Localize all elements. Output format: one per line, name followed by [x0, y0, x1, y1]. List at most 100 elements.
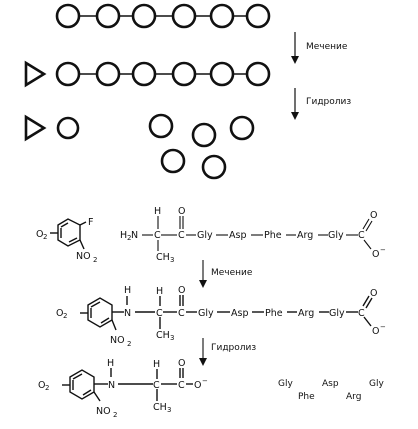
- svg-text:Phe: Phe: [264, 230, 282, 241]
- residue-circle: [245, 3, 271, 29]
- svg-text:NO: NO: [96, 406, 111, 417]
- reaction-label-hydrolysis: Гидролиз: [211, 343, 256, 353]
- svg-text:H: H: [156, 286, 163, 297]
- labeled-residue-circle: [56, 116, 80, 140]
- svg-text:N: N: [124, 308, 131, 319]
- svg-text:2: 2: [127, 234, 131, 242]
- dnp-peptide-structure: O 2 NO 2 H N H C O C CH 3 Gly Asp Phe Ar…: [56, 285, 386, 348]
- svg-text:C: C: [153, 380, 160, 391]
- svg-text:Arg: Arg: [298, 308, 314, 319]
- residue-circle: [245, 61, 271, 87]
- residue-circle: [55, 3, 81, 29]
- peptide-structure: H 2 N H C O C CH 3 Gly Asp Phe Arg: [120, 206, 386, 264]
- svg-text:H: H: [107, 358, 114, 369]
- free-residue-circle: [148, 113, 174, 139]
- svg-text:C: C: [178, 308, 185, 319]
- nitro-sub-2: 2: [93, 256, 97, 264]
- svg-text:CH: CH: [156, 252, 170, 263]
- free-amino-acid: Asp: [322, 379, 339, 389]
- svg-text:C: C: [178, 380, 185, 391]
- svg-text:Arg: Arg: [297, 230, 313, 241]
- svg-text:H: H: [153, 359, 160, 370]
- free-residue-circle: [160, 148, 186, 174]
- fluorine-atom: F: [88, 217, 93, 228]
- svg-text:CH: CH: [153, 402, 167, 413]
- label-triangle-icon: [24, 60, 47, 88]
- svg-text:−: −: [202, 377, 208, 385]
- svg-text:O: O: [38, 380, 45, 391]
- schema-label-hydrolysis: Гидролиз: [306, 97, 351, 107]
- schematic: [24, 3, 299, 180]
- svg-text:O: O: [178, 285, 185, 296]
- svg-text:O: O: [178, 206, 185, 217]
- reaction-arrow-2: [199, 338, 207, 366]
- free-amino-acid: Gly: [278, 379, 293, 389]
- svg-text:2: 2: [63, 312, 67, 320]
- residue-circle: [171, 61, 197, 87]
- residue-circle: [95, 61, 121, 87]
- svg-text:O: O: [178, 358, 185, 369]
- svg-text:H: H: [124, 285, 131, 296]
- svg-text:3: 3: [170, 256, 174, 264]
- residue-circle: [131, 61, 157, 87]
- svg-text:Gly: Gly: [329, 308, 345, 319]
- residue-circle: [171, 3, 197, 29]
- nitro-group-2: NO: [76, 251, 91, 262]
- svg-text:CH: CH: [156, 330, 170, 341]
- svg-text:NO: NO: [110, 335, 125, 346]
- svg-text:Gly: Gly: [197, 230, 213, 241]
- peptide-chain-row: [55, 3, 271, 29]
- svg-text:C: C: [178, 230, 185, 241]
- svg-text:O: O: [372, 249, 379, 260]
- free-amino-acid: Arg: [346, 392, 361, 402]
- svg-text:N: N: [108, 380, 115, 391]
- free-amino-acid: Phe: [298, 392, 315, 402]
- svg-text:C: C: [156, 308, 163, 319]
- svg-text:H: H: [120, 230, 127, 241]
- svg-text:C: C: [154, 230, 161, 241]
- free-amino-acid: Gly: [369, 379, 384, 389]
- svg-text:2: 2: [127, 340, 131, 348]
- dnp-alanine-product: O 2 NO 2 H N H C O C O − CH 3: [38, 358, 208, 419]
- residue-circle: [55, 61, 81, 87]
- svg-text:C: C: [358, 308, 365, 319]
- labeled-chain-row: [24, 60, 271, 88]
- hydrolysis-products: [24, 113, 255, 180]
- reaction-arrow-1: [199, 260, 207, 288]
- svg-text:Gly: Gly: [328, 230, 344, 241]
- reaction-label-labeling: Мечение: [211, 268, 253, 278]
- free-residue-circle: [201, 154, 227, 180]
- svg-text:O: O: [370, 288, 377, 299]
- svg-text:Gly: Gly: [198, 308, 214, 319]
- svg-text:O: O: [56, 308, 63, 319]
- free-amino-acids: Gly Phe Asp Arg Gly: [278, 379, 384, 402]
- svg-text:H: H: [154, 206, 161, 217]
- svg-text:3: 3: [167, 406, 171, 414]
- nitro-o: O: [36, 229, 43, 240]
- svg-text:2: 2: [45, 384, 49, 392]
- svg-text:O: O: [372, 326, 379, 337]
- schema-arrow-1: [291, 32, 299, 64]
- svg-text:2: 2: [113, 411, 117, 419]
- free-residue-circle: [229, 115, 255, 141]
- residue-circle: [209, 61, 235, 87]
- svg-text:Asp: Asp: [231, 308, 248, 319]
- svg-text:Phe: Phe: [265, 308, 283, 319]
- svg-text:3: 3: [170, 334, 174, 342]
- label-triangle-icon: [24, 114, 47, 142]
- svg-text:−: −: [380, 323, 386, 331]
- residue-circle: [209, 3, 235, 29]
- residue-circle: [95, 3, 121, 29]
- schema-arrow-2: [291, 88, 299, 120]
- residue-circle: [131, 3, 157, 29]
- svg-text:O: O: [194, 380, 201, 391]
- schema-label-labeling: Мечение: [306, 42, 348, 52]
- svg-text:N: N: [131, 230, 138, 241]
- free-residue-circle: [191, 122, 217, 148]
- nitro-sub: 2: [43, 233, 47, 241]
- dnfb-reagent: O 2 F NO 2: [36, 217, 97, 264]
- svg-text:O: O: [370, 210, 377, 221]
- svg-text:−: −: [380, 246, 386, 254]
- svg-text:Asp: Asp: [229, 230, 246, 241]
